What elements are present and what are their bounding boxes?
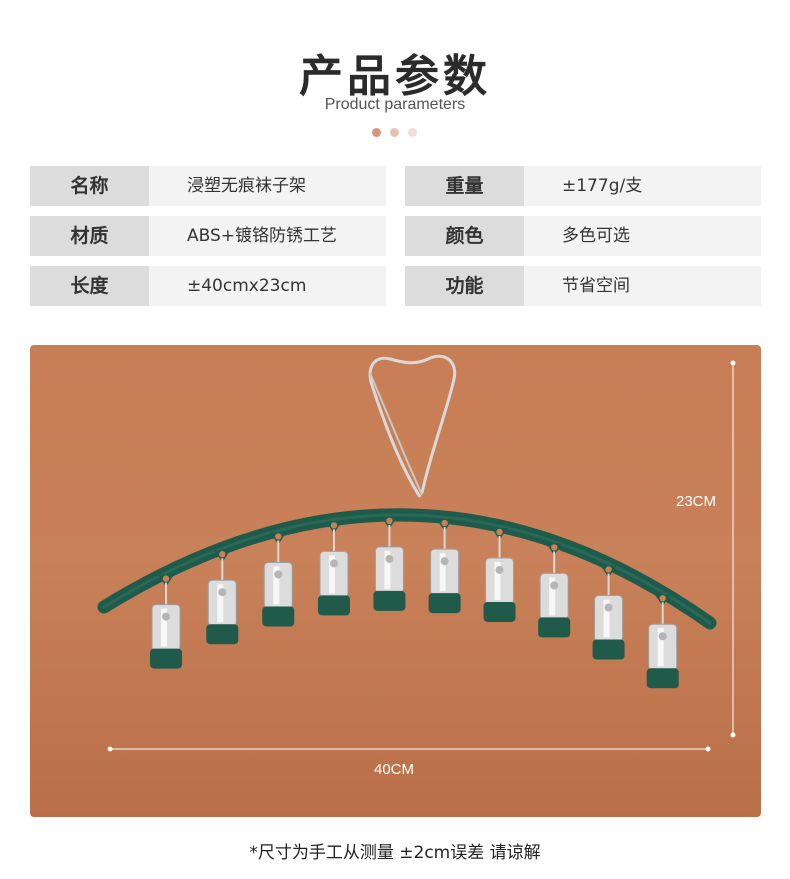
param-value-material: ABS+镀铬防锈工艺 — [149, 216, 386, 256]
clips-group — [150, 516, 679, 689]
page-subtitle: Product parameters — [324, 96, 466, 113]
clip-4 — [317, 521, 350, 616]
param-row-3: 长度 ±40cmx23cm 功能 节省空间 — [30, 266, 761, 306]
width-label: 40CM — [374, 761, 415, 778]
param-value-name: 浸塑无痕袜子架 — [149, 166, 386, 206]
dot-3 — [408, 128, 417, 137]
hook-wire — [369, 372, 423, 496]
clip-8 — [538, 543, 571, 638]
param-label-function: 功能 — [405, 266, 524, 306]
page-title: 产品参数 — [299, 51, 491, 102]
clip-5 — [373, 516, 406, 611]
param-label-color: 颜色 — [405, 216, 524, 256]
dot-1 — [372, 128, 381, 137]
decorative-dots — [372, 128, 417, 137]
hanger-illustration — [97, 354, 736, 752]
product-photo: 23CM 40CM — [30, 345, 761, 817]
clip-10 — [646, 594, 679, 689]
clip-3 — [262, 532, 295, 627]
clip-6 — [428, 519, 461, 614]
clip-1 — [150, 574, 183, 669]
dot-2 — [390, 128, 399, 137]
clip-2 — [206, 550, 239, 645]
param-label-name: 名称 — [30, 166, 149, 206]
clip-9 — [592, 565, 625, 660]
hook-icon — [368, 354, 457, 498]
param-value-function: 节省空间 — [524, 266, 761, 306]
measurement-note: *尺寸为手工从测量 ±2cm误差 请谅解 — [249, 843, 541, 863]
param-row-1: 名称 浸塑无痕袜子架 重量 ±177g/支 — [30, 166, 761, 206]
param-row-2: 材质 ABS+镀铬防锈工艺 颜色 多色可选 — [30, 216, 761, 256]
height-label: 23CM — [676, 493, 717, 510]
clip-7 — [483, 527, 516, 622]
param-value-length: ±40cmx23cm — [149, 266, 386, 306]
param-label-weight: 重量 — [405, 166, 524, 206]
param-label-length: 长度 — [30, 266, 149, 306]
param-label-material: 材质 — [30, 216, 149, 256]
param-value-weight: ±177g/支 — [524, 166, 761, 206]
param-value-color: 多色可选 — [524, 216, 761, 256]
